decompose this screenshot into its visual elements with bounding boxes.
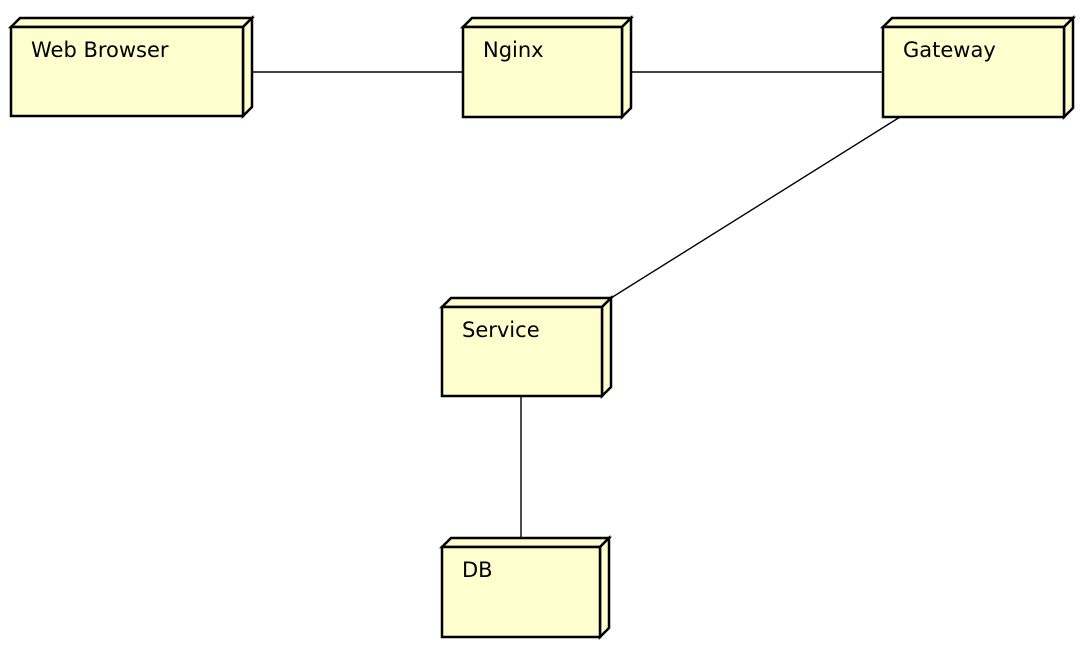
node-side-face xyxy=(620,14,633,121)
node-nginx: Nginx xyxy=(459,14,635,121)
node-front-face xyxy=(461,25,624,119)
node-label-web-browser: Web Browser xyxy=(31,38,169,62)
node-side-face xyxy=(1062,14,1075,121)
node-top-face xyxy=(7,16,256,29)
node-gateway: Gateway xyxy=(879,14,1077,121)
node-top-face xyxy=(438,296,615,309)
node-top-face xyxy=(879,16,1077,29)
node-side-face xyxy=(600,294,613,400)
node-db: DB xyxy=(438,534,613,641)
node-web-browser: Web Browser xyxy=(7,14,256,120)
edge-gateway-service xyxy=(610,116,901,299)
node-label-nginx: Nginx xyxy=(483,38,544,62)
node-side-face xyxy=(241,14,254,120)
node-label-gateway: Gateway xyxy=(903,38,996,62)
node-label-db: DB xyxy=(462,558,493,582)
node-side-face xyxy=(598,534,611,641)
node-top-face xyxy=(438,536,613,549)
node-top-face xyxy=(459,16,635,29)
node-front-face xyxy=(9,25,245,118)
node-label-service: Service xyxy=(462,318,540,342)
node-service: Service xyxy=(438,294,615,400)
node-front-face xyxy=(440,545,602,639)
node-front-face xyxy=(440,305,604,398)
node-front-face xyxy=(881,25,1066,119)
